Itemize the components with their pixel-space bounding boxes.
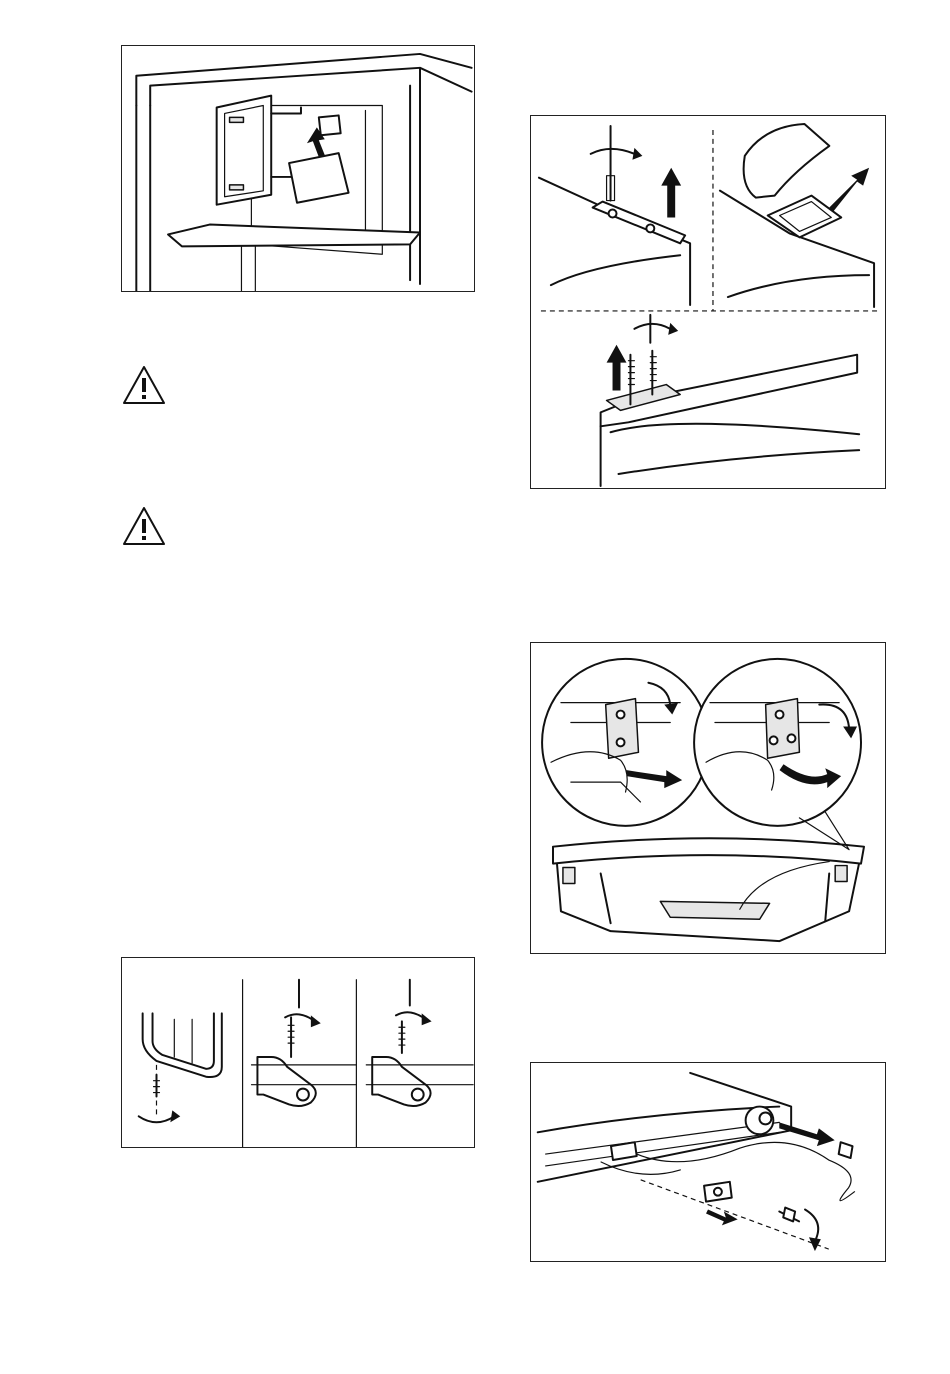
warning-triangle-icon	[121, 364, 167, 406]
top-hinge-cover-illustration	[531, 116, 885, 488]
interior-door-shelf-illustration	[122, 46, 474, 291]
bottom-hinge-pin-illustration	[122, 958, 474, 1147]
figure-cable-routing	[530, 1062, 886, 1262]
figure-door-cable-disconnect	[530, 642, 886, 954]
figure-top-hinge-removal	[530, 115, 886, 489]
warning-triangle-icon	[121, 505, 167, 547]
door-cable-connector-illustration	[531, 643, 885, 953]
cable-routing-illustration	[531, 1063, 885, 1261]
figure-shelf-box-removal	[121, 45, 475, 292]
figure-bottom-hinge-pin	[121, 957, 475, 1148]
